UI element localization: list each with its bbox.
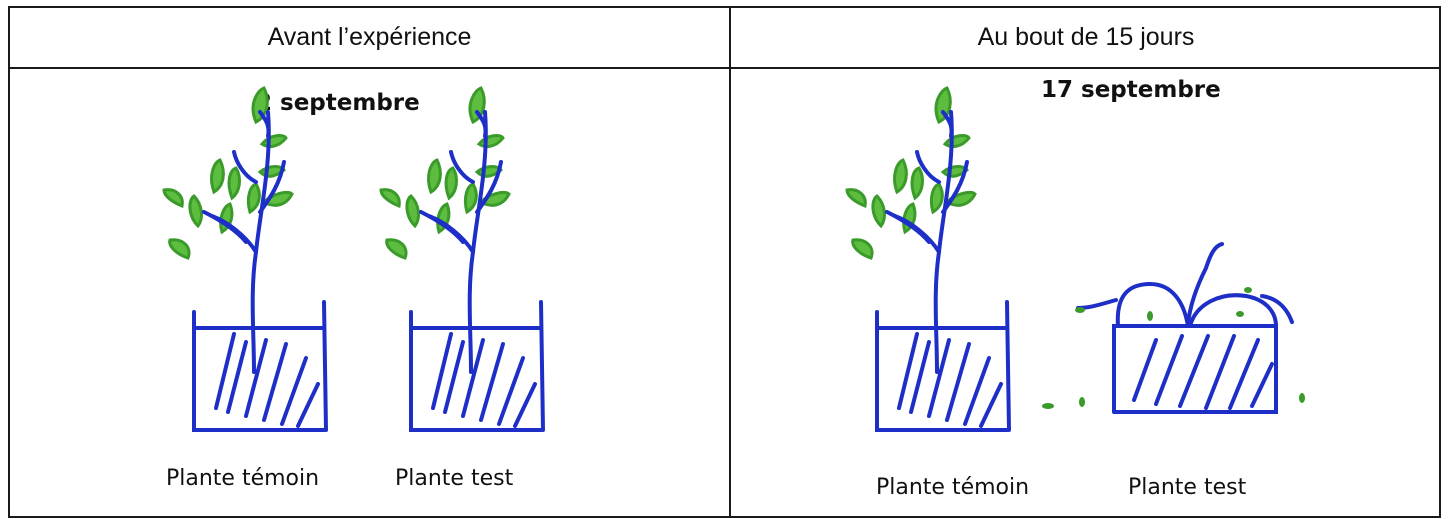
control-plant-before bbox=[164, 88, 326, 430]
control-plant-after bbox=[847, 88, 1009, 430]
test-plant-before bbox=[381, 88, 543, 430]
test-plant-after bbox=[1042, 244, 1305, 412]
